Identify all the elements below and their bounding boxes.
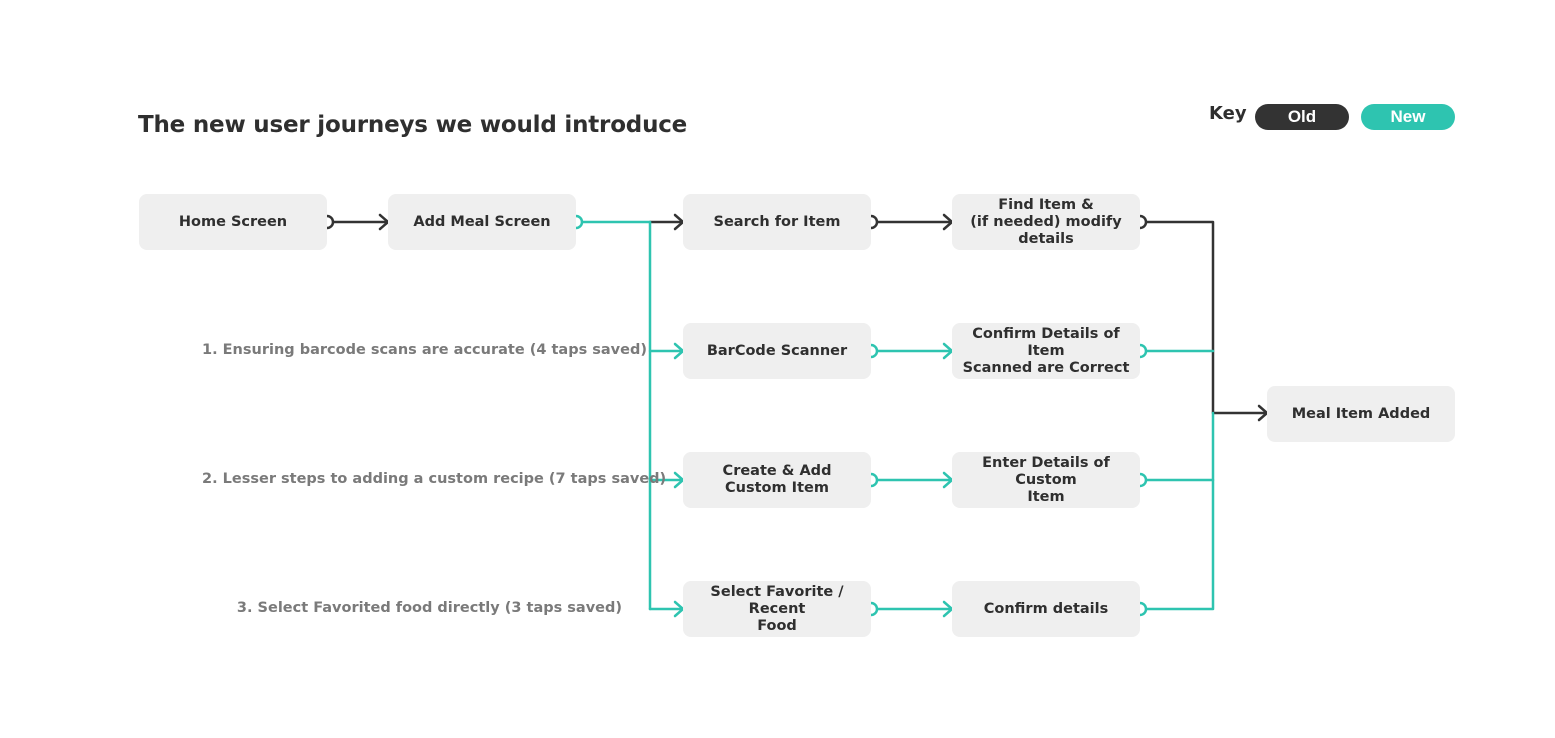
node-meal-item-added: Meal Item Added — [1267, 386, 1455, 442]
node-confirm-details: Confirm details — [952, 581, 1140, 637]
node-select-favorite-food: Select Favorite / Recent Food — [683, 581, 871, 637]
node-barcode-scanner: BarCode Scanner — [683, 323, 871, 379]
page-title: The new user journeys we would introduce — [138, 112, 688, 138]
key-label: Key — [1209, 103, 1247, 124]
node-confirm-scan-details: Confirm Details of Item Scanned are Corr… — [952, 323, 1140, 379]
node-add-meal-screen: Add Meal Screen — [388, 194, 576, 250]
new-journey-connectors — [574, 220, 1215, 618]
node-home-screen: Home Screen — [139, 194, 327, 250]
key-old-badge: Old — [1255, 104, 1349, 130]
key-new-badge: New — [1361, 104, 1455, 130]
note-barcode: 1. Ensuring barcode scans are accurate (… — [202, 342, 647, 358]
node-find-item: Find Item & (if needed) modify details — [952, 194, 1140, 250]
note-custom-recipe: 2. Lesser steps to adding a custom recip… — [202, 471, 667, 487]
connection-ports — [319, 214, 1148, 617]
node-create-custom-item: Create & Add Custom Item — [683, 452, 871, 508]
note-favorite-food: 3. Select Favorited food directly (3 tap… — [236, 600, 622, 616]
node-search-for-item: Search for Item — [683, 194, 871, 250]
node-enter-custom-details: Enter Details of Custom Item — [952, 452, 1140, 508]
